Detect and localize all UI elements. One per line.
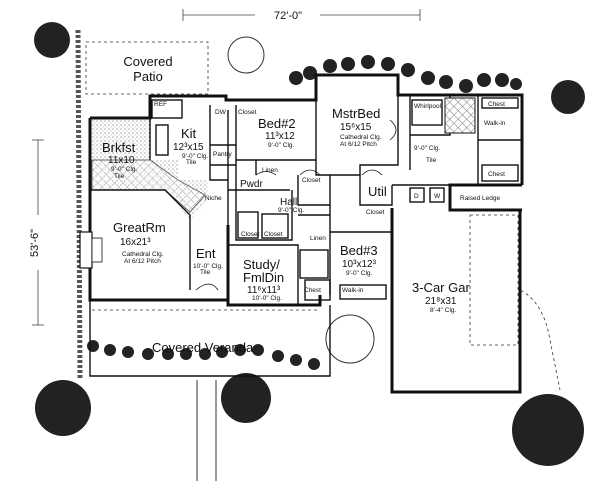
depth-label: 53'-6" [29, 229, 41, 257]
room-size: 11x10 [108, 155, 135, 166]
room-size: 11⁶x11³ [247, 285, 281, 296]
room-size: 21⁸x31 [425, 296, 457, 307]
room-name: 3-Car Gar [412, 280, 470, 295]
room-name: Bed#3 [340, 243, 378, 258]
dw-label: DW [215, 109, 227, 116]
room-size: 10³x12³ [342, 259, 377, 270]
tree-icon [551, 80, 585, 114]
width-label: 72'-0" [274, 10, 302, 22]
walkin-label: Walk-in [342, 287, 364, 294]
landscaping [34, 22, 585, 481]
room-name: Covered Veranda [152, 340, 254, 355]
whirlpool-label: Whirlpool [414, 103, 442, 110]
chest-label: Chest [488, 171, 505, 178]
overall-depth-dimension: 53'-6" [29, 139, 44, 326]
room-brkfst: Brkfst 11x10 9'-0" Clg. Tile [102, 140, 138, 180]
room-name: Hall [280, 197, 297, 208]
dryer-label: D [414, 193, 419, 200]
room-name: MstrBed [332, 106, 380, 121]
room-garage: 3-Car Gar 21⁸x31 8'-4" Clg. [412, 280, 470, 314]
room-ent: Ent 10'-0" Clg. Tile [193, 246, 223, 276]
room-name: Util [368, 184, 387, 199]
clg-label: 9'-0" Clg. [414, 145, 441, 152]
room-note: Tile [114, 173, 125, 180]
closet-label: Chest [304, 287, 321, 294]
house-walls [79, 73, 524, 394]
room-util: Util [368, 184, 387, 199]
room-name: Pwdr [240, 179, 263, 190]
room-note: At 6/12 Pitch [340, 141, 377, 148]
chest-label: Chest [488, 101, 505, 108]
tile-label: Tile [426, 157, 437, 164]
ref-label: REF [154, 101, 167, 108]
washer-label: W [434, 193, 441, 200]
pantry-label: Pantry [213, 151, 233, 158]
tree-icon [227, 36, 265, 74]
room-size: 15⁶x15 [340, 122, 372, 133]
room-name: Brkfst [102, 140, 136, 155]
room-veranda: Covered Veranda [152, 340, 254, 355]
covered-patio: Covered Patio [85, 41, 209, 95]
niche-label: Niche [205, 195, 222, 202]
room-size: 16x21³ [120, 237, 151, 248]
room-note: 9'-0" Clg. [111, 166, 138, 173]
patio-label-line1: Covered [123, 54, 172, 69]
room-name-line1: Study/ [243, 257, 280, 272]
patio-label-line2: Patio [133, 69, 163, 84]
room-kit: Kit 12³x15 9'-0" Clg. Tile [173, 126, 209, 166]
room-note: 9'-0" Clg. [268, 142, 295, 149]
tree-icon [35, 380, 91, 436]
walkin-label: Walk-in [484, 120, 506, 127]
tree-icon [512, 394, 584, 466]
room-hall: Hall 9'-0" Clg. [278, 197, 305, 214]
room-note: 8'-4" Clg. [430, 307, 457, 314]
linen-label: Linen [262, 167, 278, 174]
closet-label: Closet [366, 209, 385, 216]
room-mstrbed: MstrBed 15⁶x15 Cathedral Clg. At 6/12 Pi… [332, 106, 382, 148]
tree-icon [325, 314, 375, 364]
room-size: 11³x12 [265, 131, 295, 142]
room-note: 9'-0" Clg. [278, 207, 305, 214]
room-note: 9'-0" Clg. [182, 153, 209, 160]
room-pwdr: Pwdr [240, 179, 263, 190]
room-bed2: Bed#2 11³x12 9'-0" Clg. [258, 116, 296, 149]
room-name: Bed#2 [258, 116, 296, 131]
fireplace-icon [79, 231, 93, 269]
closet-label: Closet [302, 177, 321, 184]
room-name-line2: FmlDin [243, 270, 284, 285]
room-note: Tile [186, 159, 197, 166]
room-bed3: Bed#3 10³x12³ 9'-0" Clg. [340, 243, 378, 277]
room-study: Study/ FmlDin 11⁶x11³ 10'-0" Clg. [243, 257, 284, 302]
room-name: Ent [196, 246, 216, 261]
room-note: 9'-0" Clg. [346, 270, 373, 277]
room-note: At 6/12 Pitch [124, 258, 161, 265]
room-name: GreatRm [113, 220, 166, 235]
room-note: Cathedral Clg. [340, 134, 382, 141]
overall-width-dimension: 72'-0" [182, 9, 421, 22]
room-note: 10'-0" Clg. [252, 295, 282, 302]
room-size: 12³x15 [173, 142, 204, 153]
room-note: Tile [200, 269, 211, 276]
tree-icon [34, 22, 70, 58]
raised-ledge-label: Raised Ledge [460, 195, 500, 202]
linen-label: Linen [310, 235, 326, 242]
room-note: 10'-0" Clg. [193, 263, 223, 270]
room-name: Kit [181, 126, 197, 141]
closet-label: Closet [238, 109, 257, 116]
room-note: Cathedral Clg. [122, 251, 164, 258]
small-labels: Pantry Closet Closet Closet Closet Close… [154, 101, 506, 294]
room-greatrm: GreatRm 16x21³ Cathedral Clg. At 6/12 Pi… [113, 220, 166, 265]
closet-label: Closet [264, 231, 283, 238]
closet-label: Closet [241, 231, 260, 238]
tree-icon [221, 373, 271, 423]
